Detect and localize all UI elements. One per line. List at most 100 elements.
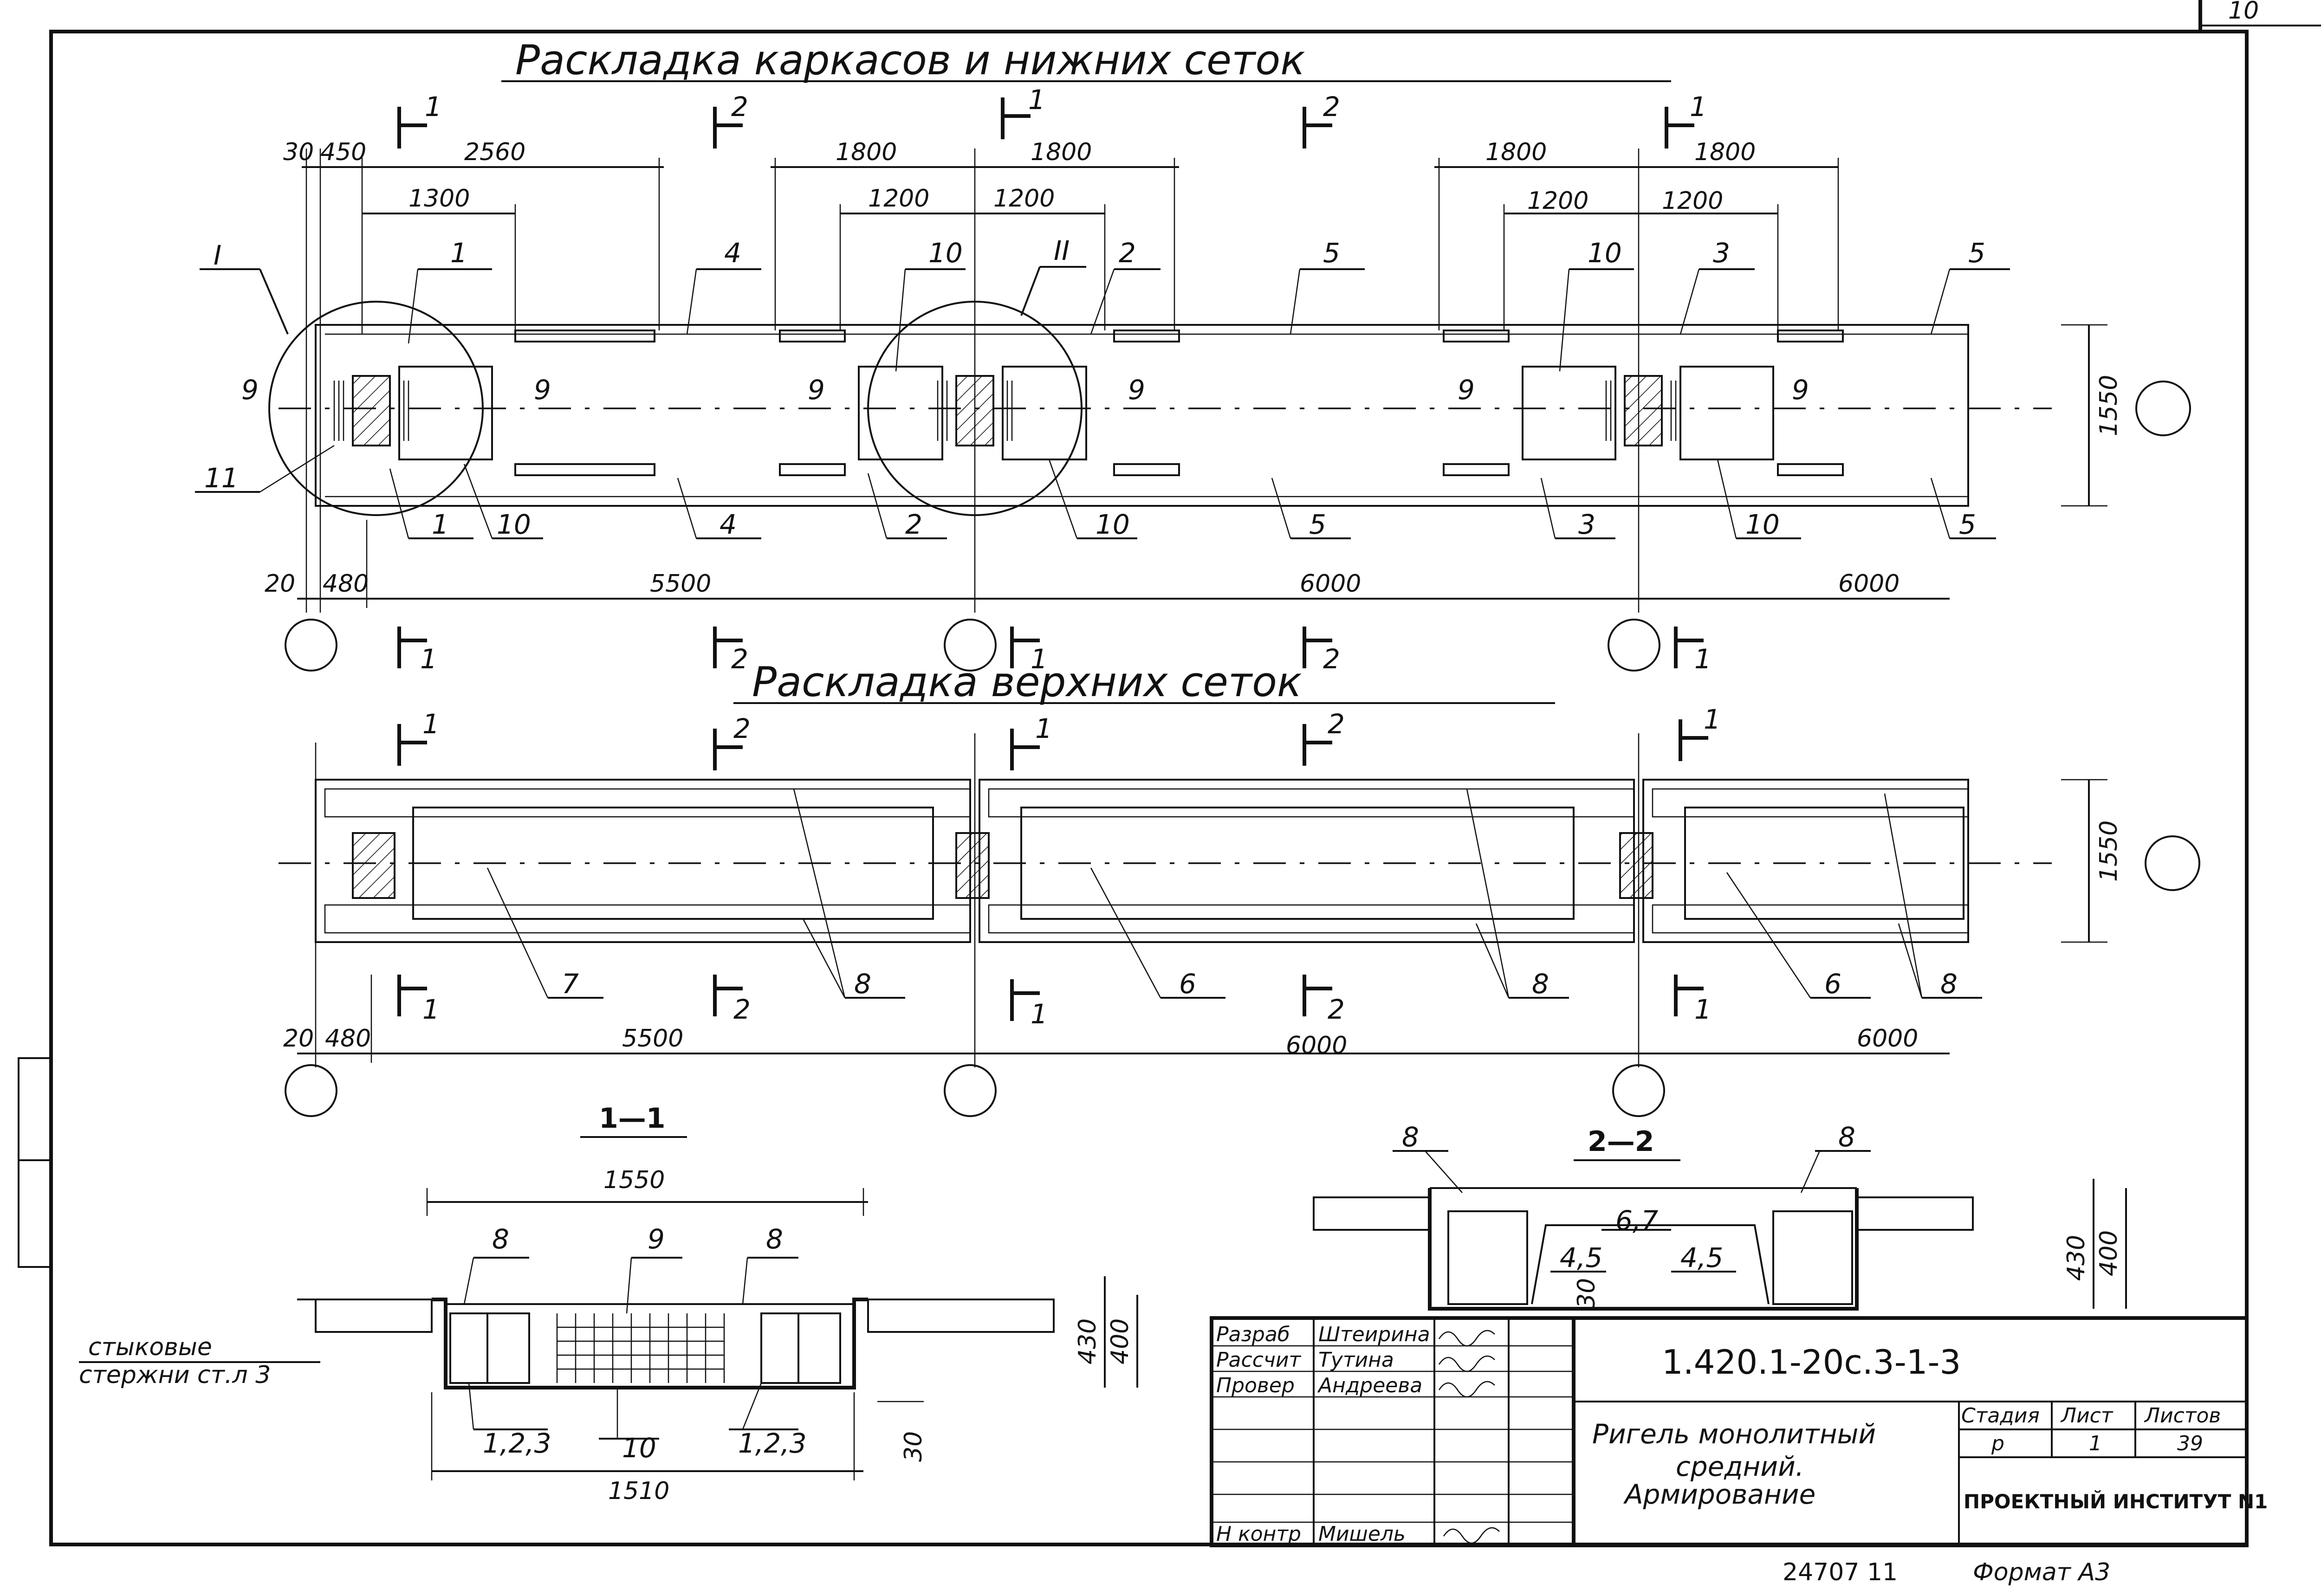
bcut-top-1a: 1: [422, 708, 440, 740]
tb-role-0: Разраб: [1216, 1323, 1290, 1346]
mark-5-top: 5: [1323, 237, 1340, 269]
dim-6000-b: 6000: [1838, 570, 1900, 598]
s11-mark-8-a: 8: [492, 1223, 509, 1255]
top-cages: [514, 330, 1844, 476]
bdim-480: 480: [325, 1025, 371, 1053]
section-2-2-title: 2—2: [1588, 1125, 1654, 1158]
mark-3-bottom: 3: [1578, 509, 1595, 540]
axis-circle-right: [1608, 619, 1660, 672]
plan-bottom: Раскладка верхних сеток 1550 20: [279, 658, 2200, 1117]
cut-bot-1c: 1: [1694, 643, 1712, 675]
tb-title-1: Ригель монолитный: [1592, 1418, 1876, 1450]
s11-mark-10: 10: [622, 1432, 656, 1464]
axis-circle-left: [285, 619, 337, 672]
axis-circle-end: [2135, 381, 2191, 436]
top-section-cuts: 1 2 1 2 1 1 2 1 2 1: [397, 84, 1712, 675]
s22-h430: 430: [2062, 1235, 2090, 1281]
tb-name-0: Штеирина: [1318, 1323, 1430, 1346]
bcut-bot-2a: 2: [733, 994, 751, 1025]
s22-cover: 30: [1573, 1278, 1601, 1309]
cut-top-2a: 2: [731, 91, 748, 123]
tb-role-6: Н контр: [1216, 1522, 1301, 1546]
signature-2: [1438, 1355, 1495, 1372]
dim-1200-b: 1200: [993, 185, 1055, 213]
s11-cover: 30: [900, 1431, 927, 1462]
tb-stage: р: [1991, 1432, 2004, 1455]
plan-top: Раскладка каркасов и нижних сеток: [195, 36, 2191, 675]
cut-bot-2a: 2: [731, 643, 748, 675]
bdim-5500: 5500: [622, 1025, 683, 1053]
dim-2560: 2560: [464, 138, 525, 166]
tb-institute: ПРОЕКТНЫЙ ИНСТИТУТ N1: [1964, 1490, 2268, 1513]
cut-bot-1b: 1: [1031, 643, 1048, 675]
bottom-column-2: [955, 832, 990, 899]
dim-450: 450: [320, 138, 366, 166]
footer-inventory: 24707 11: [1783, 1558, 1898, 1586]
mark-10-e: 10: [1745, 509, 1780, 540]
signature-1: [1438, 1330, 1495, 1347]
bmark-8-c: 8: [1940, 968, 1958, 1000]
tb-doc-code: 1.420.1-20с.3-1-3: [1662, 1343, 1961, 1382]
dim-30: 30: [283, 138, 314, 166]
top-dim-chains: 30 450 2560 1300 1800 1200 1800 1200 180…: [283, 138, 1839, 334]
tb-title-3: Армирование: [1623, 1479, 1815, 1510]
mark-1-top: 1: [450, 237, 467, 269]
tb-name-1: Тутина: [1318, 1348, 1394, 1372]
s22-mark-45-a: 4,5: [1560, 1242, 1602, 1273]
node-I-label: I: [214, 239, 221, 271]
mark-11: 11: [204, 462, 239, 494]
mark-4-top: 4: [724, 237, 741, 269]
dim-20: 20: [265, 570, 295, 598]
s11-h430: 430: [1074, 1318, 1102, 1364]
tb-name-6: Мишель: [1318, 1522, 1406, 1546]
cut-top-1c: 1: [1690, 91, 1707, 123]
mark-9-e: 9: [1458, 374, 1475, 406]
baxis-circle-end: [2145, 835, 2200, 891]
s22-h400: 400: [2095, 1230, 2123, 1276]
dim-480: 480: [323, 570, 369, 598]
mark-9-b: 9: [534, 374, 551, 406]
s11-note-line2: стержни ст.л 3: [79, 1361, 271, 1389]
bmark-7: 7: [562, 968, 579, 1000]
mark-2-top: 2: [1119, 237, 1136, 269]
dim-1800-b: 1800: [1031, 138, 1092, 166]
signature-4: [1443, 1527, 1500, 1544]
bottom-meshes: [398, 366, 1774, 460]
dim-1800-c: 1800: [1485, 138, 1547, 166]
dim-1200-d: 1200: [1662, 187, 1723, 215]
dim-1200-c: 1200: [1527, 187, 1588, 215]
top-plan-bottom-dims: 20 480 5500 6000 6000: [265, 520, 1950, 608]
sheet-corner-number: 10: [2228, 0, 2259, 25]
dim-1800-a: 1800: [836, 138, 897, 166]
s11-note-line1: стыковые: [88, 1333, 212, 1361]
dim-1300: 1300: [408, 185, 470, 213]
section-1-1-title: 1—1: [599, 1102, 666, 1135]
node-II-label: II: [1054, 235, 1070, 266]
cut-bot-2b: 2: [1323, 643, 1340, 675]
bcut-top-2a: 2: [733, 713, 751, 744]
bmark-6-b: 6: [1824, 968, 1841, 1000]
s22-mark-67: 6,7: [1615, 1205, 1658, 1236]
tb-sheets: 39: [2177, 1432, 2203, 1455]
s22-mark-8-b: 8: [1838, 1121, 1855, 1153]
bdim-6000-a: 6000: [1286, 1032, 1347, 1060]
tb-title-2: средний.: [1676, 1451, 1804, 1482]
mark-9-d: 9: [1128, 374, 1145, 406]
s11-mark-9: 9: [648, 1223, 665, 1255]
bcut-top-1c: 1: [1704, 704, 1721, 735]
mark-5-bottom: 5: [1309, 509, 1326, 540]
detail-node-I: [268, 301, 484, 516]
dim-6000-a: 6000: [1300, 570, 1361, 598]
top-plan-marks: 1 1 10 4 4 10 2 2 10: [195, 237, 2010, 540]
bottom-column-3: [1619, 832, 1653, 899]
baxis-circle-right: [1612, 1064, 1665, 1117]
s11-mark-8-b: 8: [766, 1223, 783, 1255]
column-section-3: [1624, 375, 1663, 446]
bcut-top-1b: 1: [1035, 713, 1052, 744]
tb-sheet-label: Лист: [2060, 1404, 2114, 1428]
bcut-bot-1a: 1: [422, 994, 440, 1025]
tb-sheet: 1: [2089, 1432, 2102, 1455]
width-dim-bottom: 1550: [2095, 821, 2123, 882]
mark-10-a: 10: [497, 509, 531, 540]
